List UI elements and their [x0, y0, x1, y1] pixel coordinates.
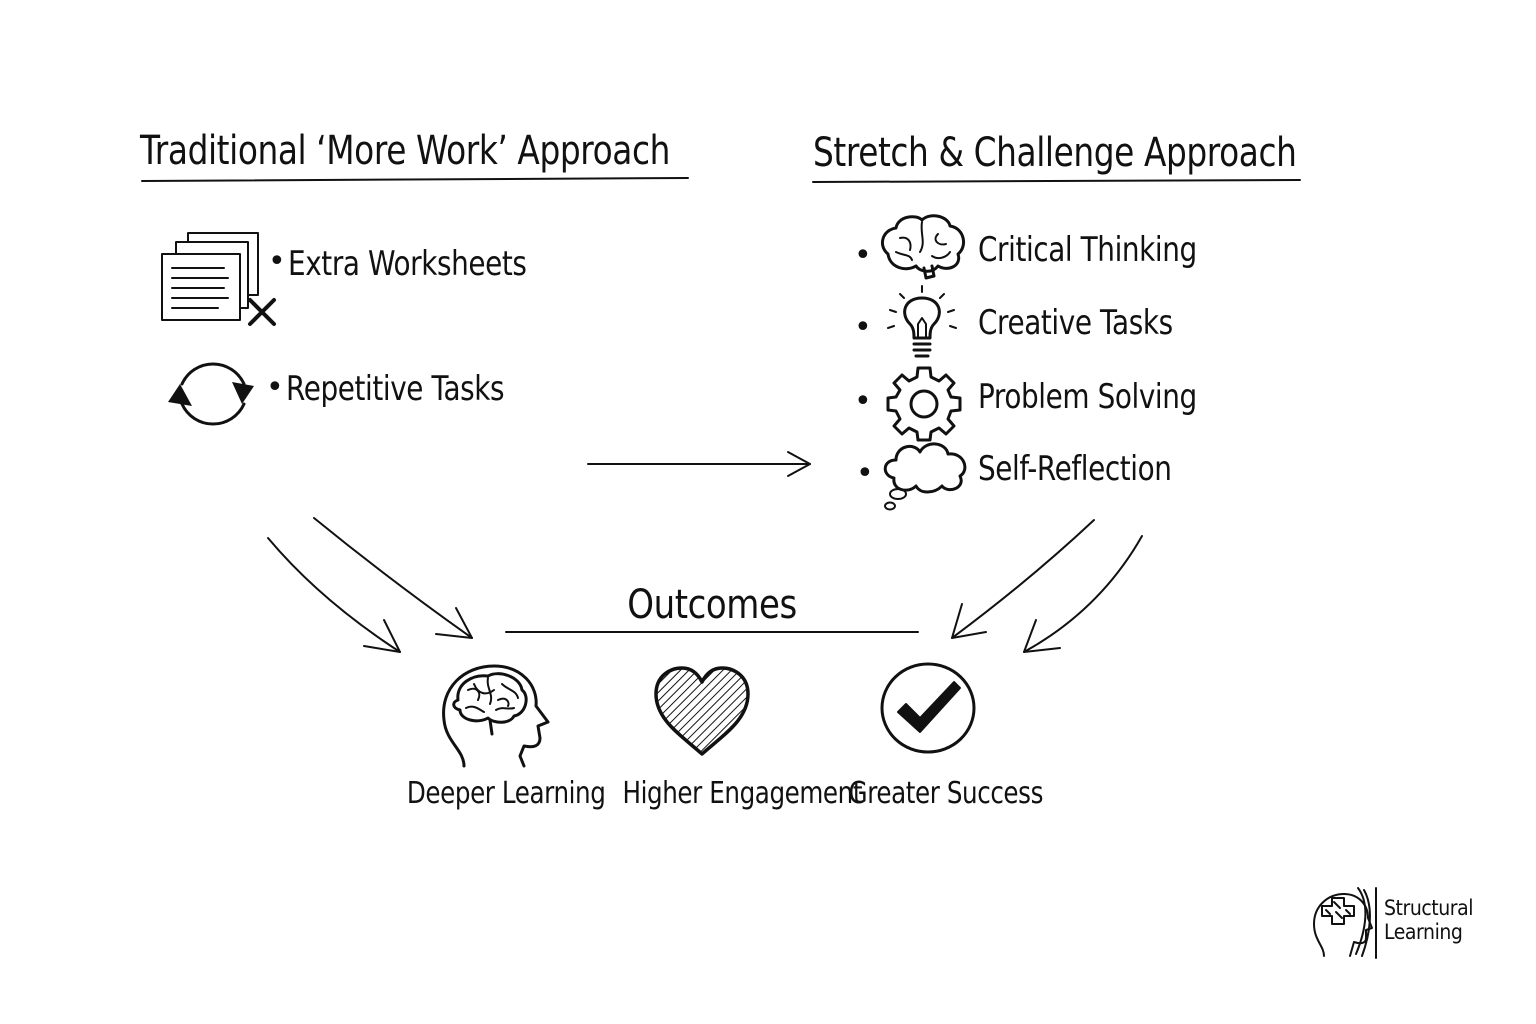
logo-line-2: Learning: [1384, 920, 1463, 944]
right-item-self-reflection: Self-Reflection: [978, 449, 1172, 489]
bullet: •: [854, 238, 872, 273]
left-item-extra-worksheets: Extra Worksheets: [288, 244, 527, 284]
outcome-higher-engagement: Higher Engagement: [622, 776, 863, 811]
brain-icon: [880, 214, 966, 280]
lightbulb-icon: [887, 285, 957, 358]
right-section-title: Stretch & Challenge Approach: [813, 130, 1297, 176]
bullet: •: [854, 310, 872, 345]
head-puzzle-logo-icon: [1313, 887, 1377, 959]
outcome-deeper-learning: Deeper Learning: [406, 776, 606, 811]
logo-text: Structural Learning: [1384, 896, 1473, 944]
right-arrow-inner: [951, 519, 1095, 639]
bullet: •: [266, 370, 284, 405]
right-item-problem-solving: Problem Solving: [978, 377, 1197, 417]
bullet: •: [268, 244, 286, 279]
left-item-repetitive-tasks: Repetitive Tasks: [286, 369, 505, 409]
head-brain-icon: [442, 664, 550, 768]
bullet: •: [854, 384, 872, 419]
gear-icon: [886, 366, 962, 442]
right-item-critical-thinking: Critical Thinking: [978, 230, 1197, 270]
right-item-creative-tasks: Creative Tasks: [978, 303, 1173, 343]
left-section-title: Traditional ‘More Work’ Approach: [140, 128, 670, 174]
worksheets-crossed-icon: [161, 232, 276, 326]
left-arrow-inner: [313, 517, 473, 639]
logo-line-1: Structural: [1384, 896, 1474, 920]
heart-icon: [654, 666, 750, 756]
right-arrow-outer: [1023, 535, 1143, 653]
transition-arrow: [587, 451, 811, 477]
left-arrow-outer: [267, 537, 401, 653]
thought-cloud-icon: [883, 442, 967, 511]
checkmark-circle-icon: [880, 662, 976, 754]
cycle-arrows-icon: [168, 362, 254, 426]
outcome-greater-success: Greater Success: [848, 776, 1044, 811]
bullet: •: [856, 456, 874, 491]
outcomes-title: Outcomes: [627, 582, 797, 628]
